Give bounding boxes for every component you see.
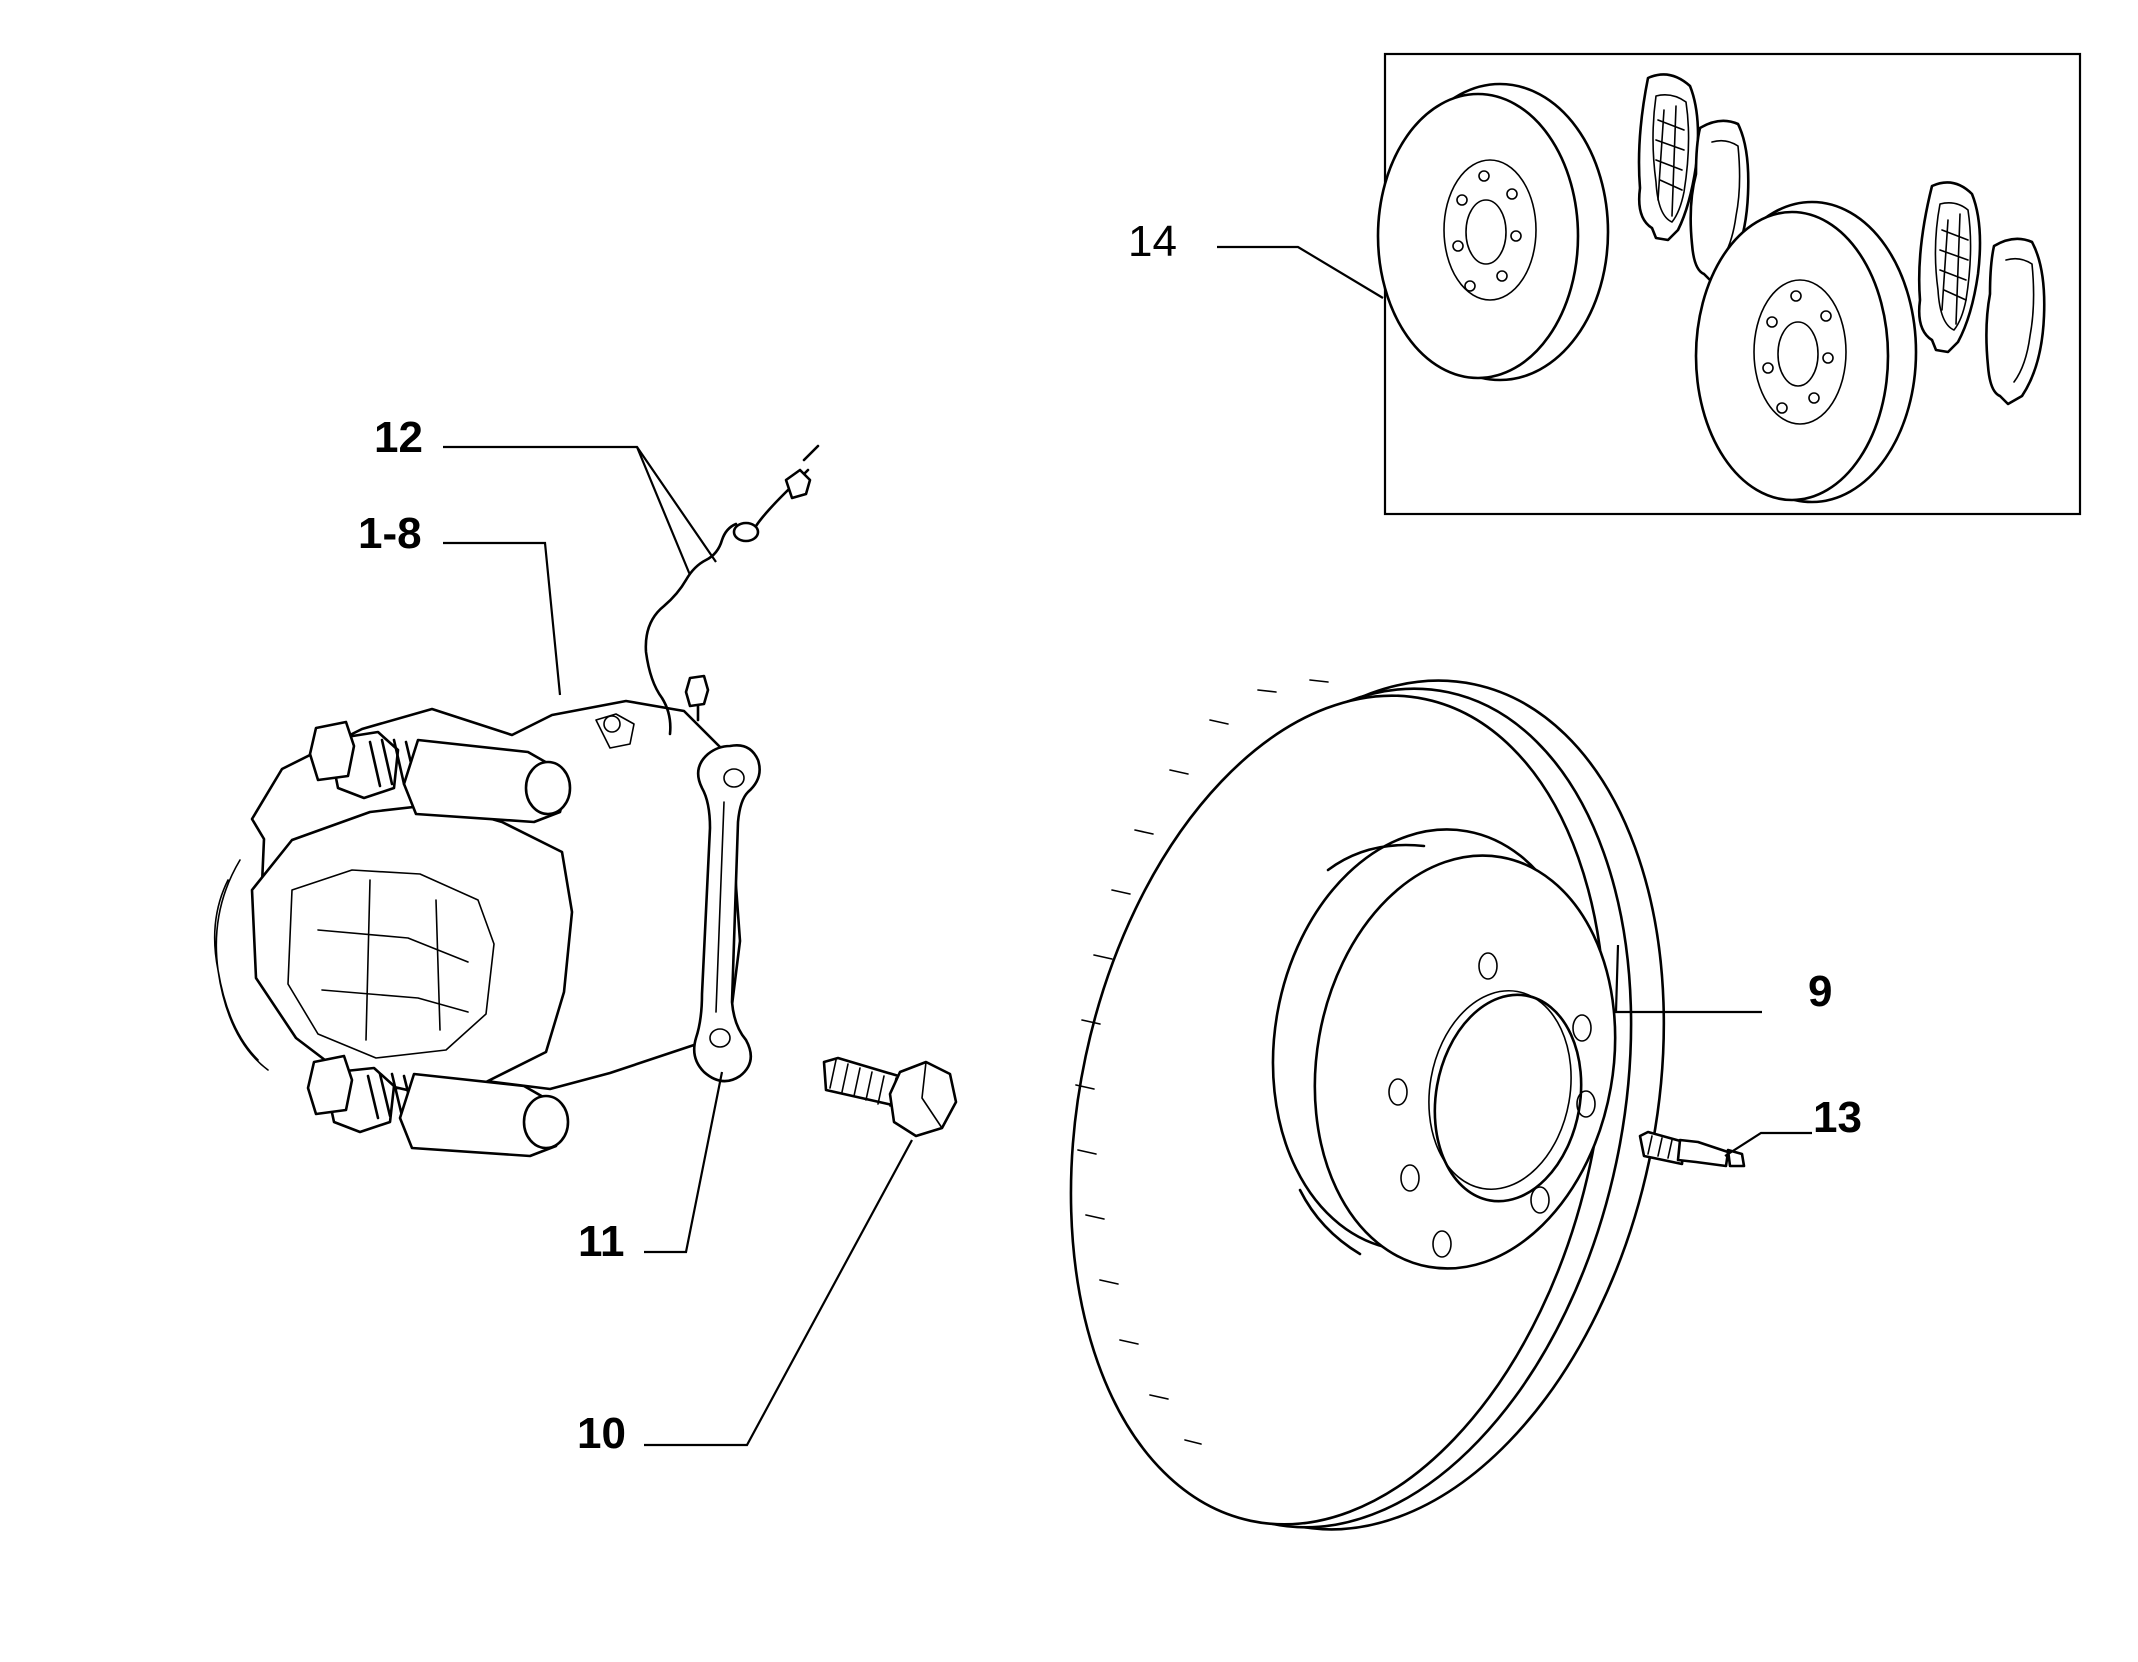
leader-lines [443, 245, 1812, 1447]
caliper-top-pin [308, 720, 572, 824]
kit-pads-b [1917, 181, 2046, 406]
wheel-stud [1638, 1130, 1746, 1168]
wear-sensor [644, 444, 820, 736]
callout-stud: 13 [1813, 1093, 1862, 1142]
kit-disc-b [1694, 200, 1918, 504]
caliper-bottom-pin [306, 1054, 570, 1158]
brake-disc [1069, 679, 1666, 1531]
kit-disc-a [1376, 82, 1610, 382]
callout-plate: 11 [578, 1217, 625, 1266]
callout-wear-sensor: 12 [374, 413, 423, 462]
callout-kit: 14 [1128, 217, 1177, 266]
caliper-bolt [822, 1056, 958, 1138]
brake-caliper [213, 699, 742, 1158]
kit-inset [1376, 52, 2082, 516]
callout-bolt: 10 [577, 1409, 626, 1458]
callout-disc: 9 [1808, 967, 1832, 1016]
mounting-plate [692, 744, 761, 1083]
callout-caliper: 1-8 [358, 509, 422, 558]
